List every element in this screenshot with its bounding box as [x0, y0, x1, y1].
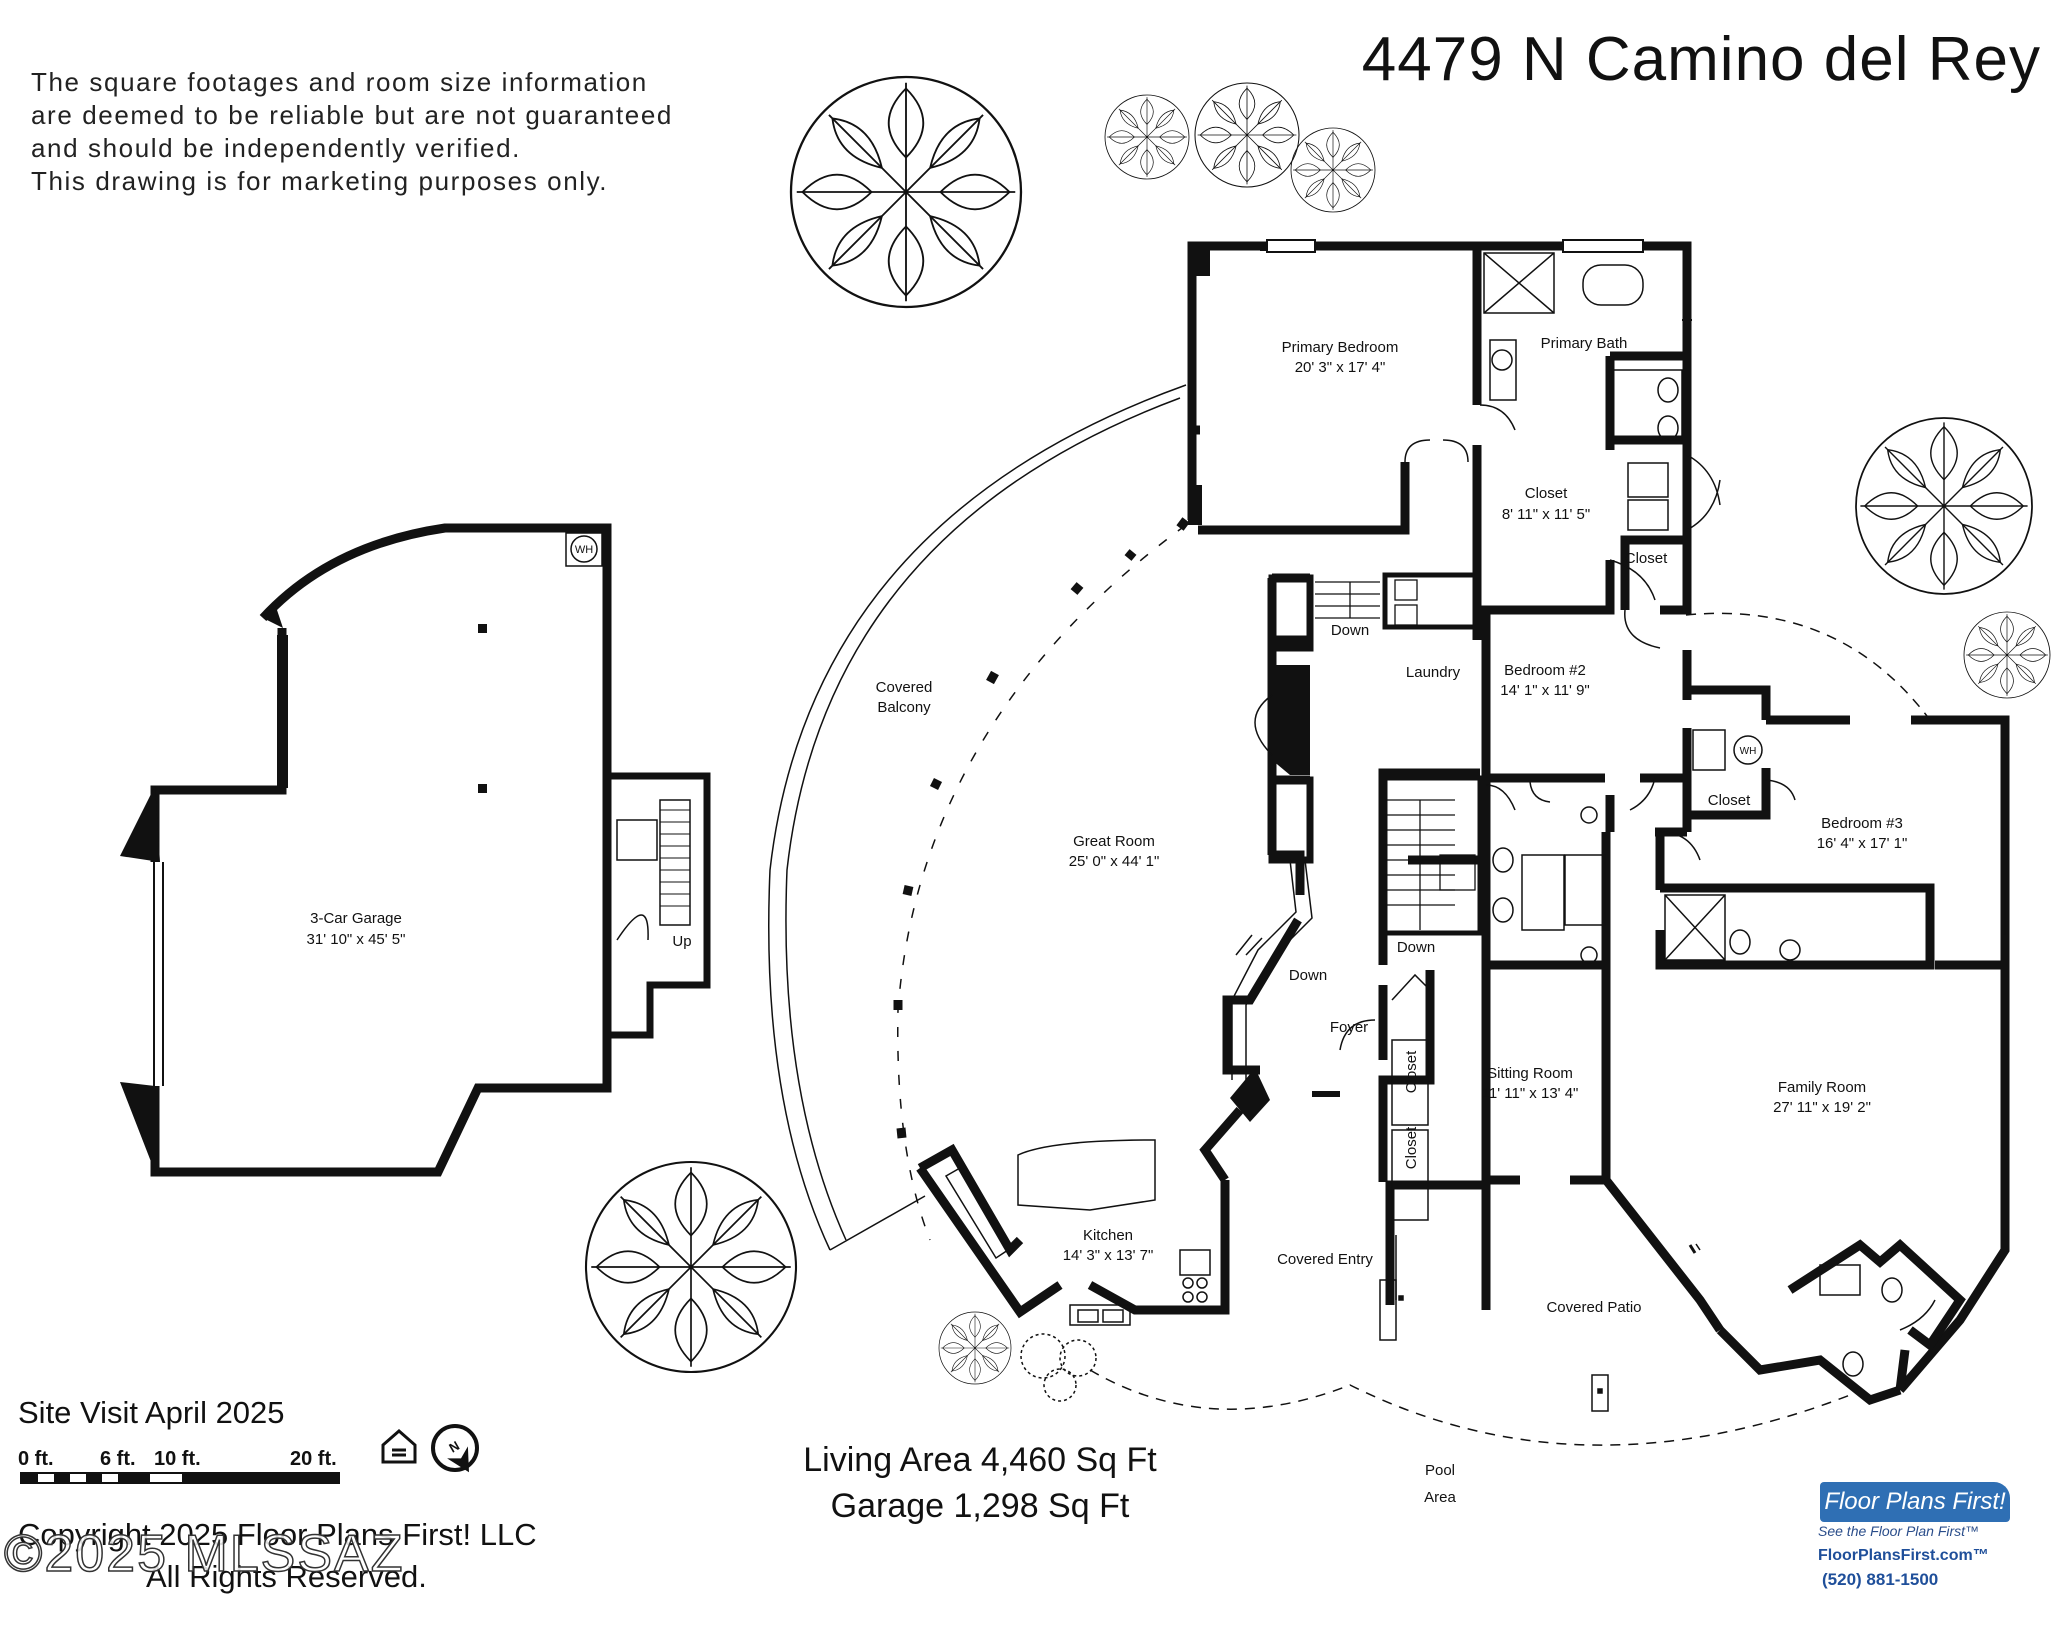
room-name-closet-foyer: Closet — [1403, 1050, 1420, 1093]
room-name-closet-foyer: Closet — [1403, 1126, 1420, 1169]
copyright-line: All Rights Reserved. — [146, 1559, 427, 1594]
label-down: Down — [1289, 967, 1327, 984]
great-room-window-posts — [893, 517, 1190, 1139]
room-name-covered-patio: Covered Patio — [1546, 1299, 1641, 1316]
water-heater-box — [565, 532, 603, 567]
water-heater-label: WH — [1740, 746, 1757, 757]
covered-patio-outline — [1089, 612, 1931, 1446]
disclaimer-line: This drawing is for marketing purposes o… — [31, 166, 609, 196]
foyer-closets — [1312, 973, 1431, 1300]
brand-phone: (520) 881-1500 — [1822, 1570, 1939, 1589]
disclaimer-line: are deemed to be reliable but are not gu… — [31, 100, 673, 130]
garage-stair — [607, 772, 711, 1039]
primary-bath-fixtures — [1404, 252, 1721, 531]
label-covered-balcony: Covered — [876, 679, 933, 696]
scale-label: 0 ft. — [18, 1448, 54, 1470]
room-name-laundry: Laundry — [1406, 664, 1461, 681]
room-name-garage: 3-Car Garage — [310, 910, 402, 927]
room-name-kitchen: Kitchen — [1083, 1227, 1133, 1244]
room-name-great-room: Great Room — [1073, 833, 1155, 850]
label-pool-area: Pool — [1425, 1462, 1455, 1479]
kitchen-fixtures — [944, 1139, 1211, 1326]
brand-logo: Floor Plans First! — [1820, 1482, 2010, 1522]
water-heater-icon — [570, 535, 598, 563]
room-size-sitting-room: 11' 11" x 13' 4" — [1482, 1085, 1579, 1102]
scale-bar — [20, 1472, 340, 1484]
room-name-closet-small: Closet — [1625, 550, 1668, 567]
living-area: Living Area 4,460 Sq Ft — [803, 1441, 1157, 1479]
room-size-closet: 8' 11" x 11' 5" — [1502, 506, 1590, 523]
equal-housing-icon — [381, 1429, 417, 1464]
garage-area: Garage 1,298 Sq Ft — [830, 1487, 1130, 1525]
wall-pillars — [1188, 246, 1270, 1122]
room-name-bedroom2: Bedroom #2 — [1504, 662, 1586, 679]
hall-bath-fixtures — [1485, 777, 1656, 964]
room-size-primary-bedroom: 20' 3" x 17' 4" — [1295, 359, 1386, 376]
room-name-sitting-room: Sitting Room — [1487, 1065, 1573, 1082]
patio-columns — [1379, 1279, 1609, 1412]
room-size-bedroom3: 16' 4" x 17' 1" — [1817, 835, 1908, 852]
label-down: Down — [1331, 622, 1369, 639]
column-icon — [478, 784, 487, 793]
shrub-icon — [1020, 1333, 1097, 1402]
stair-down-upper — [1315, 572, 1478, 630]
room-name-primary-bedroom: Primary Bedroom — [1282, 339, 1399, 356]
site-visit-date: Site Visit April 2025 — [18, 1395, 285, 1430]
room-name-closet-b3: Closet — [1708, 792, 1751, 809]
fireplace — [1254, 574, 1314, 864]
north-arrow-icon: N — [431, 1424, 479, 1473]
disclaimer-text: The square footages and room size inform… — [31, 66, 673, 198]
label-pool-area: Area — [1424, 1489, 1456, 1506]
room-name-foyer: Foyer — [1330, 1019, 1368, 1036]
area-summary: Living Area 4,460 Sq Ft Garage 1,298 Sq … — [760, 1437, 1200, 1529]
scale-label: 10 ft. — [154, 1448, 201, 1470]
scale-label: 20 ft. — [290, 1448, 337, 1470]
room-size-family-room: 27' 11" x 19' 2" — [1773, 1099, 1871, 1116]
room-labels: Primary Bedroom 20' 3" x 17' 4" Primary … — [307, 335, 1908, 1506]
label-down: Down — [1397, 939, 1435, 956]
brand-url[interactable]: FloorPlansFirst.com™ — [1818, 1547, 1989, 1564]
covered-balcony-outline — [768, 384, 1187, 1251]
column-icon — [478, 624, 487, 633]
label-covered-balcony: Balcony — [877, 699, 931, 716]
room-name-family-room: Family Room — [1778, 1079, 1866, 1096]
curved-stair — [1231, 859, 1313, 1080]
room-size-kitchen: 14' 3" x 13' 7" — [1063, 1247, 1154, 1264]
garage-door-jamb — [120, 786, 160, 862]
scale-label: 6 ft. — [100, 1448, 136, 1470]
pool-bath-fixtures — [1819, 1264, 1936, 1377]
stair-down-middle — [1382, 775, 1483, 936]
bedroom3-bath-fixtures — [1609, 559, 1801, 961]
room-name-primary-bath: Primary Bath — [1541, 335, 1628, 352]
room-name-covered-entry: Covered Entry — [1277, 1251, 1373, 1268]
room-name-closet: Closet — [1525, 485, 1568, 502]
disclaimer-line: The square footages and room size inform… — [31, 67, 648, 97]
water-heater-label: WH — [575, 544, 593, 556]
room-size-garage: 31' 10" x 45' 5" — [307, 931, 406, 948]
scale-labels: 0 ft. 6 ft. 10 ft. 20 ft. — [18, 1448, 348, 1472]
room-name-bedroom3: Bedroom #3 — [1821, 815, 1903, 832]
brand-tagline: See the Floor Plan First™ — [1818, 1523, 1980, 1539]
disclaimer-line: and should be independently verified. — [31, 133, 521, 163]
copyright-text: Copyright 2025 Floor Plans First! LLC Al… — [18, 1514, 537, 1598]
copyright-line: Copyright 2025 Floor Plans First! LLC — [18, 1517, 537, 1552]
garage-door-jamb — [120, 1082, 155, 1172]
room-size-bedroom2: 14' 1" x 11' 9" — [1500, 682, 1590, 699]
property-address: 4479 N Camino del Rey — [1361, 25, 2041, 94]
label-up: Up — [672, 933, 691, 950]
mls-watermark: ©2025 MLSSAZ — [3, 1524, 405, 1584]
garage-walls — [150, 523, 612, 1177]
room-size-great-room: 25' 0" x 44' 1" — [1069, 853, 1160, 870]
